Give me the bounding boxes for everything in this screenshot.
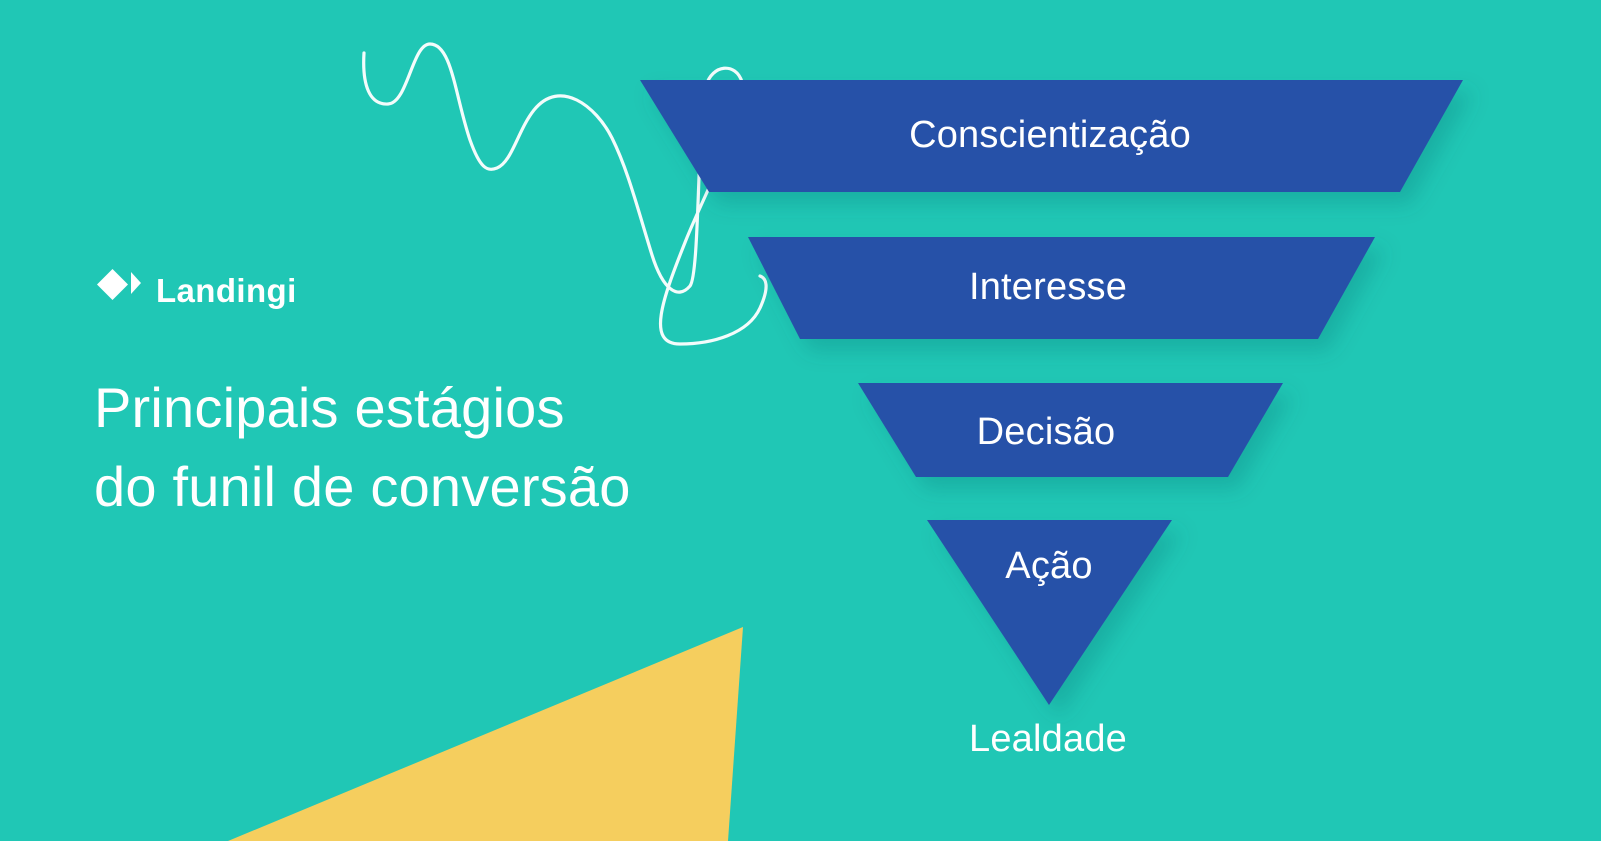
- funnel-stage-4-shape: [927, 520, 1172, 705]
- brand-name: Landingi: [156, 271, 297, 309]
- brand-logo: Landingi: [96, 268, 297, 312]
- page-title: Principais estágios do funil de conversã…: [94, 368, 631, 527]
- funnel-stage-label-decisao: Decisão: [976, 411, 1116, 453]
- page-title-line-2: do funil de conversão: [94, 455, 631, 519]
- funnel-stage-1-shape: [640, 80, 1463, 192]
- funnel-stage-label-lealdade: Lealdade: [969, 718, 1127, 760]
- funnel-stage-label-conscientizacao: Conscientização: [909, 114, 1191, 156]
- funnel-stage-2-shape: [748, 237, 1375, 339]
- page-title-line-1: Principais estágios: [94, 375, 565, 439]
- landingi-diamond-icon: [97, 269, 141, 300]
- funnel-stage-label-interesse: Interesse: [968, 266, 1128, 308]
- funnel-stage-3-shape: [858, 383, 1283, 477]
- funnel-stage-label-acao: Ação: [1005, 545, 1093, 587]
